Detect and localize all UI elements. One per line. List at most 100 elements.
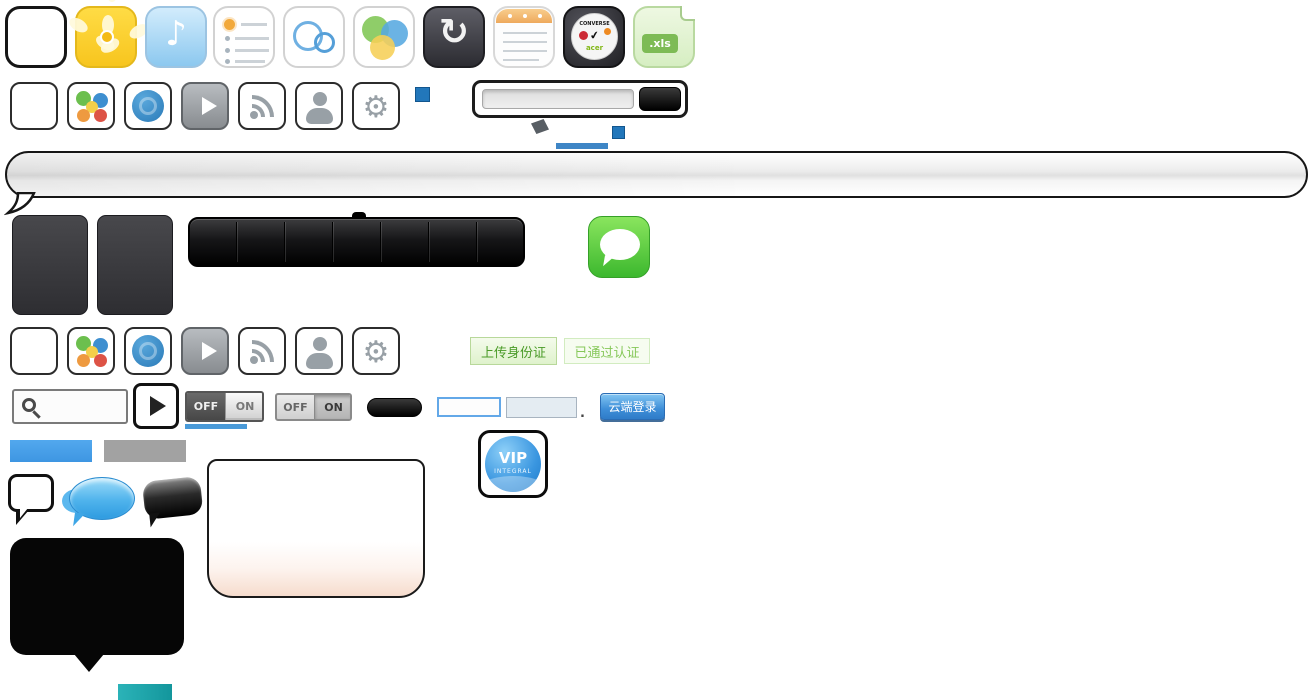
dark-panel-shape: [97, 215, 173, 315]
teal-bar: [118, 684, 172, 700]
red-dot: [94, 354, 107, 367]
sync-icon[interactable]: ↻: [423, 6, 485, 68]
key-divider: [284, 222, 285, 262]
person-icon[interactable]: [295, 82, 343, 130]
white-card-panel: [207, 459, 425, 598]
flower-petal: [66, 14, 91, 36]
blue-strip: [556, 143, 608, 149]
rss-icon[interactable]: [238, 82, 286, 130]
brand-collage-icon[interactable]: CONVERSE ✔ acer: [563, 6, 625, 68]
white-speech-bubble: [8, 474, 54, 525]
play-triangle: [202, 97, 217, 115]
list-line: [235, 60, 265, 63]
swoosh-mark-icon: ✔: [588, 28, 601, 43]
blue-circle-icon[interactable]: [124, 82, 172, 130]
blue-speech-bubble: [62, 477, 135, 528]
magnifier-icon: [22, 398, 36, 412]
gear-glyph: ⚙: [362, 90, 390, 125]
upload-id-button[interactable]: 上传身份证: [470, 337, 557, 365]
page-fold: [680, 6, 695, 21]
rss-icon[interactable]: [238, 327, 286, 375]
blue-square-swatch-small: [612, 126, 625, 139]
orange-dot: [77, 354, 90, 367]
key-divider: [332, 222, 333, 262]
key-divider: [380, 222, 381, 262]
red-dot: [94, 109, 107, 122]
bubble-tail: [149, 512, 162, 528]
text-input[interactable]: [506, 397, 577, 418]
glossy-key-bar: [188, 212, 525, 267]
toggle-off-label: OFF: [283, 400, 308, 414]
gear-icon[interactable]: ⚙: [352, 82, 400, 130]
play-triangle: [202, 342, 217, 360]
color-dots-icon[interactable]: [67, 82, 115, 130]
toggle-switch-1[interactable]: OFF ON: [185, 391, 264, 422]
play-button[interactable]: [133, 383, 179, 429]
glossy-menu-bar: [5, 151, 1308, 198]
list-bullet: [225, 36, 230, 41]
person-icon[interactable]: [295, 327, 343, 375]
search-input[interactable]: [482, 89, 634, 109]
todo-list-icon[interactable]: [213, 6, 275, 68]
notepad-line: [503, 59, 539, 61]
vip-circle: VIP INTEGRAL: [485, 436, 541, 492]
black-speech-bubble: [138, 474, 207, 528]
play-icon[interactable]: [181, 82, 229, 130]
cloud-login-button[interactable]: 云端登录: [600, 393, 665, 420]
vip-subtitle: INTEGRAL: [494, 468, 532, 475]
notepad-icon[interactable]: [493, 6, 555, 68]
toggle-off-label: OFF: [187, 393, 225, 420]
blank-icon[interactable]: [10, 82, 58, 130]
search-input-box[interactable]: [12, 389, 128, 424]
rss-arc: [252, 340, 274, 362]
list-line: [241, 23, 267, 26]
gray-shard-shape: [531, 119, 549, 134]
list-line: [235, 37, 269, 40]
brand-orange-mark: [604, 28, 611, 35]
notepad-line: [503, 41, 547, 43]
rss-arc: [252, 95, 274, 117]
key-bar-notch: [352, 212, 366, 219]
menu-bar-tail: [4, 192, 36, 216]
xls-file-icon[interactable]: .xls: [633, 6, 695, 68]
flower-petal: [106, 0, 118, 2]
color-dots-icon[interactable]: [67, 327, 115, 375]
gear-icon[interactable]: ⚙: [352, 327, 400, 375]
text-input-focused[interactable]: [437, 397, 501, 417]
orange-dot: [77, 109, 90, 122]
messages-app-icon[interactable]: [588, 216, 650, 278]
xls-label: .xls: [642, 34, 678, 53]
key-divider: [428, 222, 429, 262]
yellow-bubble: [370, 35, 395, 60]
notepad-ring: [508, 14, 512, 18]
bubble-tail: [73, 512, 85, 528]
sketch-ring: [139, 342, 157, 360]
search-button[interactable]: [639, 87, 681, 111]
blue-rect-button[interactable]: [10, 440, 92, 462]
blank-app-icon[interactable]: [5, 6, 67, 68]
play-triangle: [150, 396, 166, 416]
brand-text-converse: CONVERSE: [579, 21, 610, 27]
blank-icon[interactable]: [10, 327, 58, 375]
notepad-ring: [538, 14, 542, 18]
black-pill: [367, 398, 422, 417]
toggle-switch-2[interactable]: OFF ON: [275, 393, 352, 421]
circles-outline-icon[interactable]: [283, 6, 345, 68]
toggle-on-label: ON: [225, 393, 262, 420]
gray-rect-button[interactable]: [104, 440, 186, 462]
dark-panel-shape: [12, 215, 88, 315]
magnifier-handle: [32, 410, 41, 419]
sun-bullet: [224, 19, 235, 30]
flower-icon[interactable]: [66, 0, 151, 68]
toggle-on-label: ON: [314, 395, 350, 419]
music-note-icon[interactable]: ♪: [145, 6, 207, 68]
blue-circle-icon[interactable]: [124, 327, 172, 375]
tooltip-tail: [74, 654, 104, 672]
notepad-ring: [523, 14, 527, 18]
chat-bubbles-icon[interactable]: [353, 6, 415, 68]
outline-circle-small: [314, 32, 335, 53]
blue-square-swatch: [415, 87, 430, 102]
play-icon[interactable]: [181, 327, 229, 375]
bubble-tail-inner: [20, 508, 28, 518]
sync-arrows-glyph: ↻: [438, 12, 470, 53]
